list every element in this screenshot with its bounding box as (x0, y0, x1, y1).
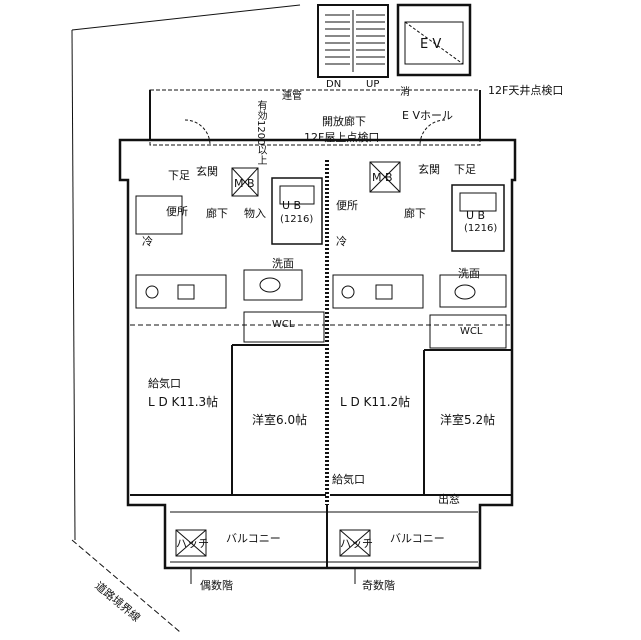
left-entrance-label: 玄関 (196, 165, 218, 178)
right-bedroom-label: 洋室5.2帖 (440, 413, 496, 427)
road-boundary-line-2 (71, 539, 181, 633)
left-wcl (243, 311, 325, 343)
ceiling-hatch-12f-label: 12F天井点検口 (488, 84, 564, 97)
left-washbasin (243, 269, 303, 301)
right-ub-size-label: (1216) (464, 223, 498, 234)
right-balcony-label: バルコニー (390, 532, 445, 545)
right-shoe-label: 下足 (454, 163, 476, 176)
left-balcony-label: バルコニー (226, 532, 281, 545)
road-boundary-line (71, 29, 76, 541)
left-air-intake-label: 給気口 (148, 377, 181, 390)
left-mb (231, 167, 259, 197)
right-wcl (429, 314, 507, 349)
right-fridge-label: 冷 (336, 235, 347, 248)
right-washbasin (439, 274, 507, 308)
left-kitchen-counter (135, 274, 227, 309)
ev-label: E V (420, 37, 442, 52)
left-bedroom-label: 洋室6.0帖 (252, 413, 308, 427)
right-mb (369, 161, 401, 193)
clearance-label: 有効1200以上 (255, 100, 266, 166)
left-ub-size-label: (1216) (280, 214, 314, 225)
building-outline (118, 138, 517, 570)
rooftop-hatch-12f-label: 12F屋上点検口 (304, 131, 380, 144)
left-ub (271, 177, 323, 245)
left-wcl-label: WCL (272, 319, 295, 330)
right-mb-label: M B (372, 171, 393, 184)
ev-hall-mark-label: 消 (400, 87, 410, 98)
right-hatch-label: ハッチ (340, 537, 373, 550)
left-toilet-label: 便所 (166, 205, 188, 218)
left-hatch-label: ハッチ (176, 537, 209, 550)
open-corridor-label: 開放廊下 (322, 115, 366, 128)
left-hatch (175, 529, 207, 557)
left-hall-label: 廊下 (206, 207, 228, 220)
lot-line-top (71, 4, 301, 31)
stair-up-label: UP (366, 79, 380, 90)
left-toilet (135, 195, 183, 235)
left-shoe-label: 下足 (168, 169, 190, 182)
elevator-shaft (396, 3, 472, 77)
right-washroom-label: 洗面 (458, 267, 480, 280)
left-mb-label: M B (234, 177, 255, 190)
right-bay-window-label: 出窓 (438, 493, 460, 506)
right-hatch (339, 529, 371, 557)
right-wcl-label: WCL (460, 326, 483, 337)
right-ldk-label: L D K11.2帖 (340, 395, 411, 409)
right-entrance-label: 玄関 (418, 163, 440, 176)
right-ub (451, 184, 505, 252)
left-stairs-note-label: 偶数階 (200, 579, 233, 592)
stair-dn-label: DN (326, 79, 342, 90)
right-ub-label: U B (466, 209, 486, 222)
piping-label: 連管 (282, 91, 302, 102)
right-stairs-note-label: 奇数階 (362, 579, 395, 592)
right-hall-label: 廊下 (404, 207, 426, 220)
left-storage-label: 物入 (244, 207, 266, 220)
ev-hall-label: E Vホール (402, 109, 453, 122)
right-air-intake-label: 給気口 (332, 473, 365, 486)
stair-core (317, 4, 389, 78)
right-kitchen-counter (332, 274, 424, 309)
left-washroom-label: 洗面 (272, 257, 294, 270)
left-ub-label: U B (282, 199, 302, 212)
right-toilet-label: 便所 (336, 199, 358, 212)
left-ldk-label: L D K11.3帖 (148, 395, 219, 409)
left-fridge-label: 冷 (142, 235, 153, 248)
